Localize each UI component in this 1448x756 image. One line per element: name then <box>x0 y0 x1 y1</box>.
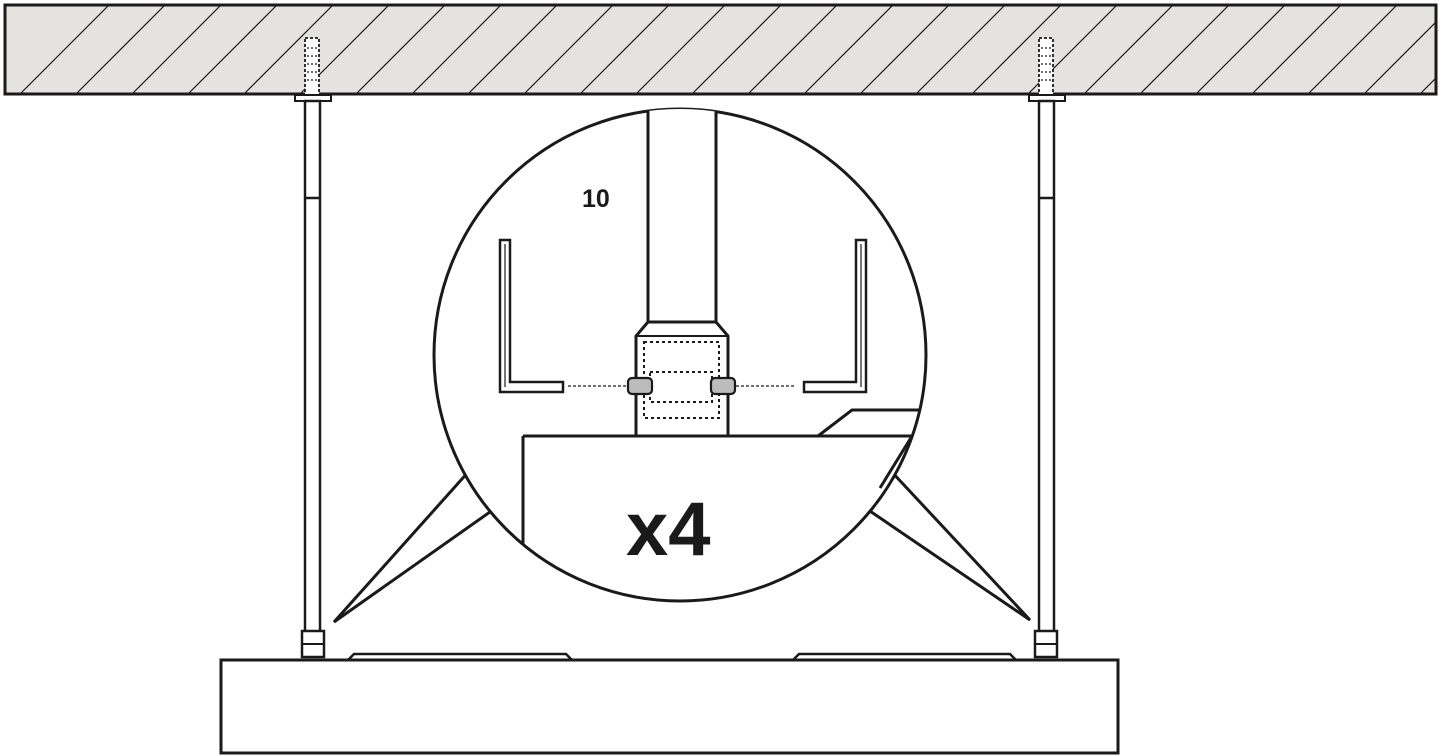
hatch-line <box>355 5 446 94</box>
hatch-line <box>971 5 1062 94</box>
hatch-line <box>411 5 502 94</box>
hatch-line <box>523 5 614 94</box>
hatch-line <box>467 5 558 94</box>
hatch-line <box>579 5 670 94</box>
step-number-label: 10 <box>582 185 610 213</box>
hatch-line <box>1363 21 1436 94</box>
hatch-line <box>243 5 334 94</box>
hatch-line <box>915 5 1006 94</box>
hatch-line <box>75 5 166 94</box>
detail-view <box>498 109 926 601</box>
right-suspension-rod <box>1028 37 1066 659</box>
hatch-line <box>1419 77 1436 94</box>
hatch-line <box>747 5 838 94</box>
quantity-label: x4 <box>626 487 711 572</box>
hatch-line <box>19 5 110 94</box>
hatch-line <box>1139 5 1230 94</box>
hatch-line <box>1195 5 1286 94</box>
hatch-line <box>131 5 222 94</box>
left-suspension-rod <box>294 37 332 659</box>
hatch-line <box>1083 5 1174 94</box>
hatch-line <box>1251 5 1342 94</box>
detail-callout-bubble: 10 x4 <box>332 107 1032 624</box>
hatch-line <box>691 5 782 94</box>
hatch-line <box>859 5 950 94</box>
hatch-line <box>187 5 278 94</box>
hatch-line <box>635 5 726 94</box>
suspended-unit <box>219 652 1120 755</box>
hatch-line <box>803 5 894 94</box>
hatch-line <box>1307 5 1398 94</box>
ceiling-slab <box>3 3 1438 96</box>
